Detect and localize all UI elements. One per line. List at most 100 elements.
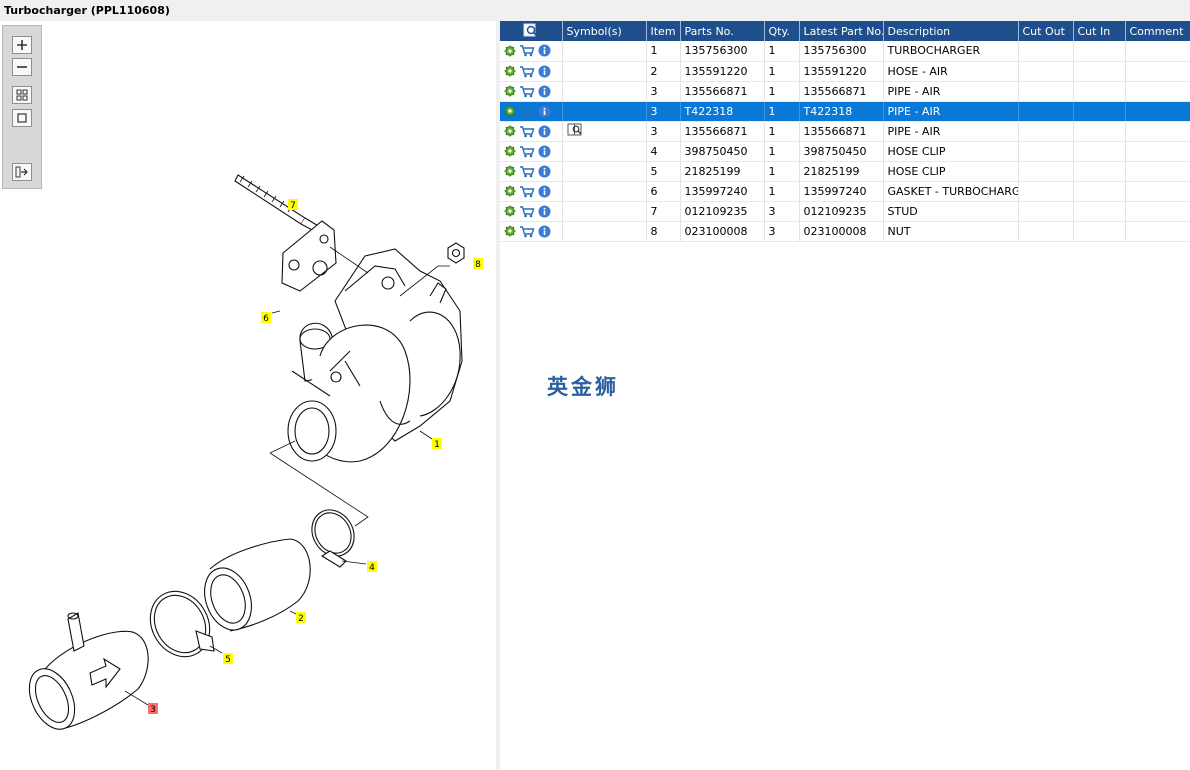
info-icon[interactable] — [538, 205, 551, 218]
gear-icon[interactable] — [504, 85, 516, 97]
square-icon — [17, 113, 27, 123]
cell-comment — [1125, 61, 1190, 82]
cart-icon[interactable] — [519, 105, 535, 118]
diagram-pane[interactable]: 7 8 6 1 4 2 5 3 — [0, 21, 496, 770]
cell-symbols — [562, 181, 647, 202]
callout-4[interactable]: 4 — [367, 561, 377, 573]
pane-splitter[interactable] — [496, 21, 500, 770]
cart-icon[interactable] — [519, 44, 535, 57]
column-header-latest-part-no[interactable]: Latest Part No. — [799, 21, 884, 41]
gear-icon[interactable] — [504, 125, 516, 137]
table-row[interactable]: 6 135997240 1 135997240 GASKET - TURBOCH… — [500, 181, 1190, 202]
column-header-description[interactable]: Description — [883, 21, 1019, 41]
column-header-qty[interactable]: Qty. — [764, 21, 800, 41]
cell-description: GASKET - TURBOCHARGER — [883, 181, 1019, 202]
gear-icon[interactable] — [504, 185, 516, 197]
column-header-symbols[interactable]: Symbol(s) — [562, 21, 647, 41]
column-header-tools[interactable] — [500, 21, 563, 41]
cart-icon[interactable] — [519, 65, 535, 78]
cell-item: 3 — [646, 81, 681, 102]
info-icon[interactable] — [538, 65, 551, 78]
book-search-icon[interactable] — [567, 123, 583, 139]
cell-comment — [1125, 81, 1190, 102]
cell-parts-no: 135566871 — [680, 121, 765, 142]
cart-icon[interactable] — [519, 165, 535, 178]
cart-icon[interactable] — [519, 125, 535, 138]
cell-cut-in — [1073, 141, 1126, 162]
cell-latest-part-no: 023100008 — [799, 221, 884, 242]
info-icon[interactable] — [538, 145, 551, 158]
cell-parts-no: 398750450 — [680, 141, 765, 162]
row-actions — [500, 181, 563, 202]
callout-7[interactable]: 7 — [288, 199, 298, 211]
grid-icon — [16, 89, 28, 101]
cell-comment — [1125, 221, 1190, 242]
gear-icon[interactable] — [504, 45, 516, 57]
cell-cut-in — [1073, 201, 1126, 222]
cell-symbols — [562, 141, 647, 162]
table-row[interactable]: 8 023100008 3 023100008 NUT — [500, 221, 1190, 242]
gear-icon[interactable] — [504, 105, 516, 117]
table-row[interactable]: 2 135591220 1 135591220 HOSE - AIR — [500, 61, 1190, 82]
cell-item: 4 — [646, 141, 681, 162]
cell-qty: 1 — [764, 141, 800, 162]
table-row[interactable]: 7 012109235 3 012109235 STUD — [500, 201, 1190, 222]
info-icon[interactable] — [538, 44, 551, 57]
table-row[interactable]: 3 135566871 1 135566871 PIPE - AIR — [500, 121, 1190, 142]
cell-latest-part-no: 135997240 — [799, 181, 884, 202]
cell-symbols — [562, 81, 647, 102]
cell-description: PIPE - AIR — [883, 121, 1019, 142]
gear-icon[interactable] — [504, 65, 516, 77]
column-header-cut-in[interactable]: Cut In — [1073, 21, 1126, 41]
table-row[interactable]: 3 T422318 1 T422318 PIPE - AIR — [500, 101, 1190, 122]
fit-page-button[interactable] — [12, 86, 32, 104]
zoom-in-button[interactable] — [12, 36, 32, 54]
column-header-cut-out[interactable]: Cut Out — [1018, 21, 1074, 41]
row-actions — [500, 201, 563, 222]
callout-1[interactable]: 1 — [432, 438, 442, 450]
split-view-button[interactable] — [12, 163, 32, 181]
table-header-row: Symbol(s) Item Parts No. Qty. Latest Par… — [500, 21, 1190, 41]
column-header-parts-no[interactable]: Parts No. — [680, 21, 765, 41]
exploded-diagram: 7 8 6 1 4 2 5 3 — [28, 174, 483, 730]
callout-2[interactable]: 2 — [296, 612, 306, 624]
table-row[interactable]: 1 135756300 1 135756300 TURBOCHARGER — [500, 41, 1190, 62]
zoom-out-button[interactable] — [12, 58, 32, 76]
cart-icon[interactable] — [519, 185, 535, 198]
cart-icon[interactable] — [519, 205, 535, 218]
info-icon[interactable] — [538, 165, 551, 178]
cell-qty: 3 — [764, 201, 800, 222]
cart-icon[interactable] — [519, 85, 535, 98]
cart-icon[interactable] — [519, 145, 535, 158]
row-actions — [500, 61, 563, 82]
callout-3[interactable]: 3 — [148, 703, 158, 715]
actual-size-button[interactable] — [12, 109, 32, 127]
table-row[interactable]: 5 21825199 1 21825199 HOSE CLIP — [500, 161, 1190, 182]
gear-icon[interactable] — [504, 165, 516, 177]
cell-item: 1 — [646, 41, 681, 62]
gear-icon[interactable] — [504, 225, 516, 237]
info-icon[interactable] — [538, 125, 551, 138]
row-actions — [500, 121, 563, 142]
table-row[interactable]: 4 398750450 1 398750450 HOSE CLIP — [500, 141, 1190, 162]
column-header-comment[interactable]: Comment — [1125, 21, 1190, 41]
cell-cut-in — [1073, 121, 1126, 142]
info-icon[interactable] — [538, 105, 551, 118]
callout-5[interactable]: 5 — [223, 653, 233, 665]
table-row[interactable]: 3 135566871 1 135566871 PIPE - AIR — [500, 81, 1190, 102]
callout-6[interactable]: 6 — [261, 312, 271, 324]
cell-comment — [1125, 161, 1190, 182]
gear-icon[interactable] — [504, 145, 516, 157]
callout-8[interactable]: 8 — [473, 258, 483, 270]
column-header-item[interactable]: Item — [646, 21, 681, 41]
cell-cut-in — [1073, 221, 1126, 242]
gear-icon[interactable] — [504, 205, 516, 217]
info-icon[interactable] — [538, 85, 551, 98]
cell-cut-out — [1018, 101, 1074, 122]
svg-text:8: 8 — [475, 260, 481, 270]
info-icon[interactable] — [538, 185, 551, 198]
cell-cut-in — [1073, 101, 1126, 122]
cell-comment — [1125, 201, 1190, 222]
info-icon[interactable] — [538, 225, 551, 238]
cart-icon[interactable] — [519, 225, 535, 238]
